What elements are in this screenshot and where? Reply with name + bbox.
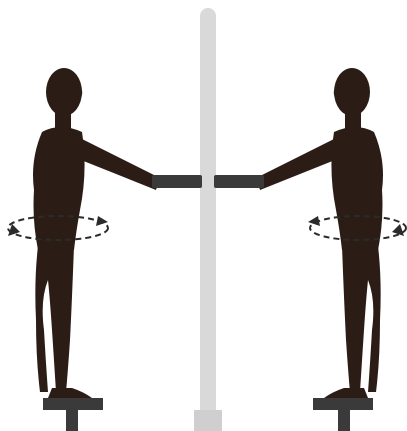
pole-base — [194, 410, 222, 431]
center-pole — [194, 8, 222, 431]
left-person — [33, 68, 160, 398]
left-arrow-head-2 — [96, 216, 108, 226]
right-handle — [214, 175, 264, 188]
right-person — [256, 68, 383, 398]
right-arrow-head-1 — [308, 216, 320, 226]
left-handle — [152, 175, 202, 188]
left-platform — [43, 398, 103, 431]
right-platform — [313, 398, 373, 431]
